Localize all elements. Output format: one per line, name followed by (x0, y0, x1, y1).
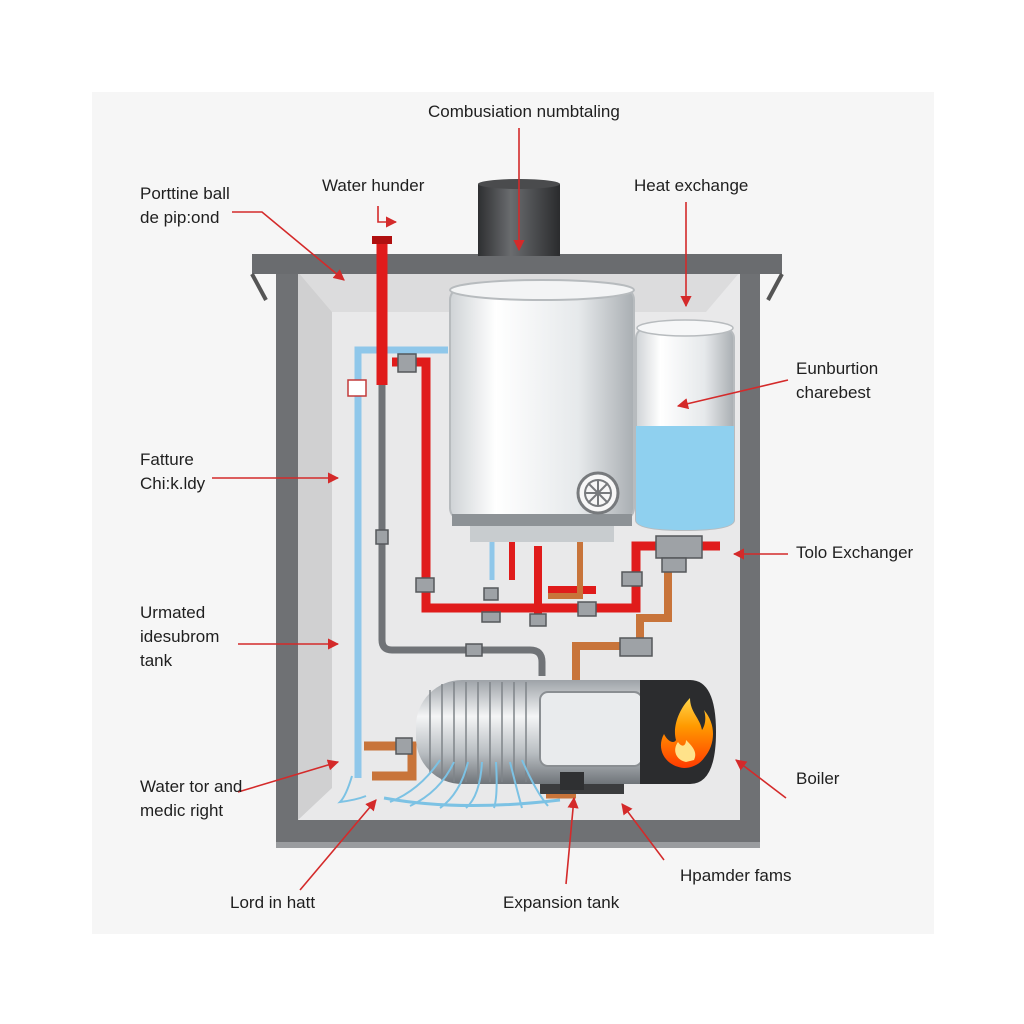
label-water-hunder: Water hunder (322, 174, 424, 198)
label-boiler: Boiler (796, 767, 839, 791)
label-hpamder-text: Hpamder fams (680, 866, 792, 885)
label-portline-line1: Porttine ball (140, 184, 230, 203)
leader-arrows (212, 128, 789, 891)
gray-return-pipe (378, 380, 546, 676)
label-urmated-line3: tank (140, 651, 173, 670)
water-tank (449, 279, 635, 542)
label-water-tor: Water tor and medic right (140, 775, 242, 823)
flame-icon (660, 698, 713, 768)
label-expansion-tank: Expansion tank (503, 891, 619, 915)
label-heat-exchange-text: Heat exchange (634, 176, 749, 195)
label-combustion-text: Combusiation numbtaling (428, 102, 620, 121)
label-tolo-exchanger: Tolo Exchanger (796, 541, 913, 565)
label-portline: Porttine ball de pip:ond (140, 182, 230, 230)
label-heat-exchange: Heat exchange (634, 174, 748, 198)
label-urmated: Urmated idesubrom tank (140, 601, 219, 673)
label-hpamder: Hpamder fams (680, 864, 791, 888)
label-water-hunder-text: Water hunder (322, 176, 425, 195)
boiler-unit (416, 680, 716, 794)
label-fatture: Fatture Chi:k.ldy (140, 448, 205, 496)
label-lord-text: Lord in hatt (230, 893, 316, 912)
label-expansion-tank-text: Expansion tank (503, 893, 620, 912)
fan-icon (576, 471, 620, 515)
label-combustion: Combusiation numbtaling (428, 100, 620, 124)
label-tolo-exchanger-text: Tolo Exchanger (796, 543, 914, 562)
label-fatture-line2: Chi:k.ldy (140, 474, 206, 493)
hot-water-pipe (372, 236, 720, 624)
label-eunburtion-line2: charebest (796, 383, 871, 402)
label-boiler-text: Boiler (796, 769, 840, 788)
heat-exchanger-cylinder (635, 319, 735, 532)
label-water-tor-line2: medic right (140, 801, 224, 820)
copper-pipes (364, 540, 672, 799)
label-eunburtion: Eunburtion charebest (796, 357, 878, 405)
water-spray (337, 759, 561, 809)
label-lord: Lord in hatt (230, 891, 315, 915)
label-urmated-line2: idesubrom (140, 627, 220, 646)
label-water-tor-line1: Water tor and (140, 777, 243, 796)
label-urmated-line1: Urmated (140, 603, 206, 622)
label-portline-line2: de pip:ond (140, 208, 220, 227)
label-fatture-line1: Fatture (140, 450, 194, 469)
label-eunburtion-line1: Eunburtion (796, 359, 879, 378)
pipe-fittings (347, 353, 703, 755)
